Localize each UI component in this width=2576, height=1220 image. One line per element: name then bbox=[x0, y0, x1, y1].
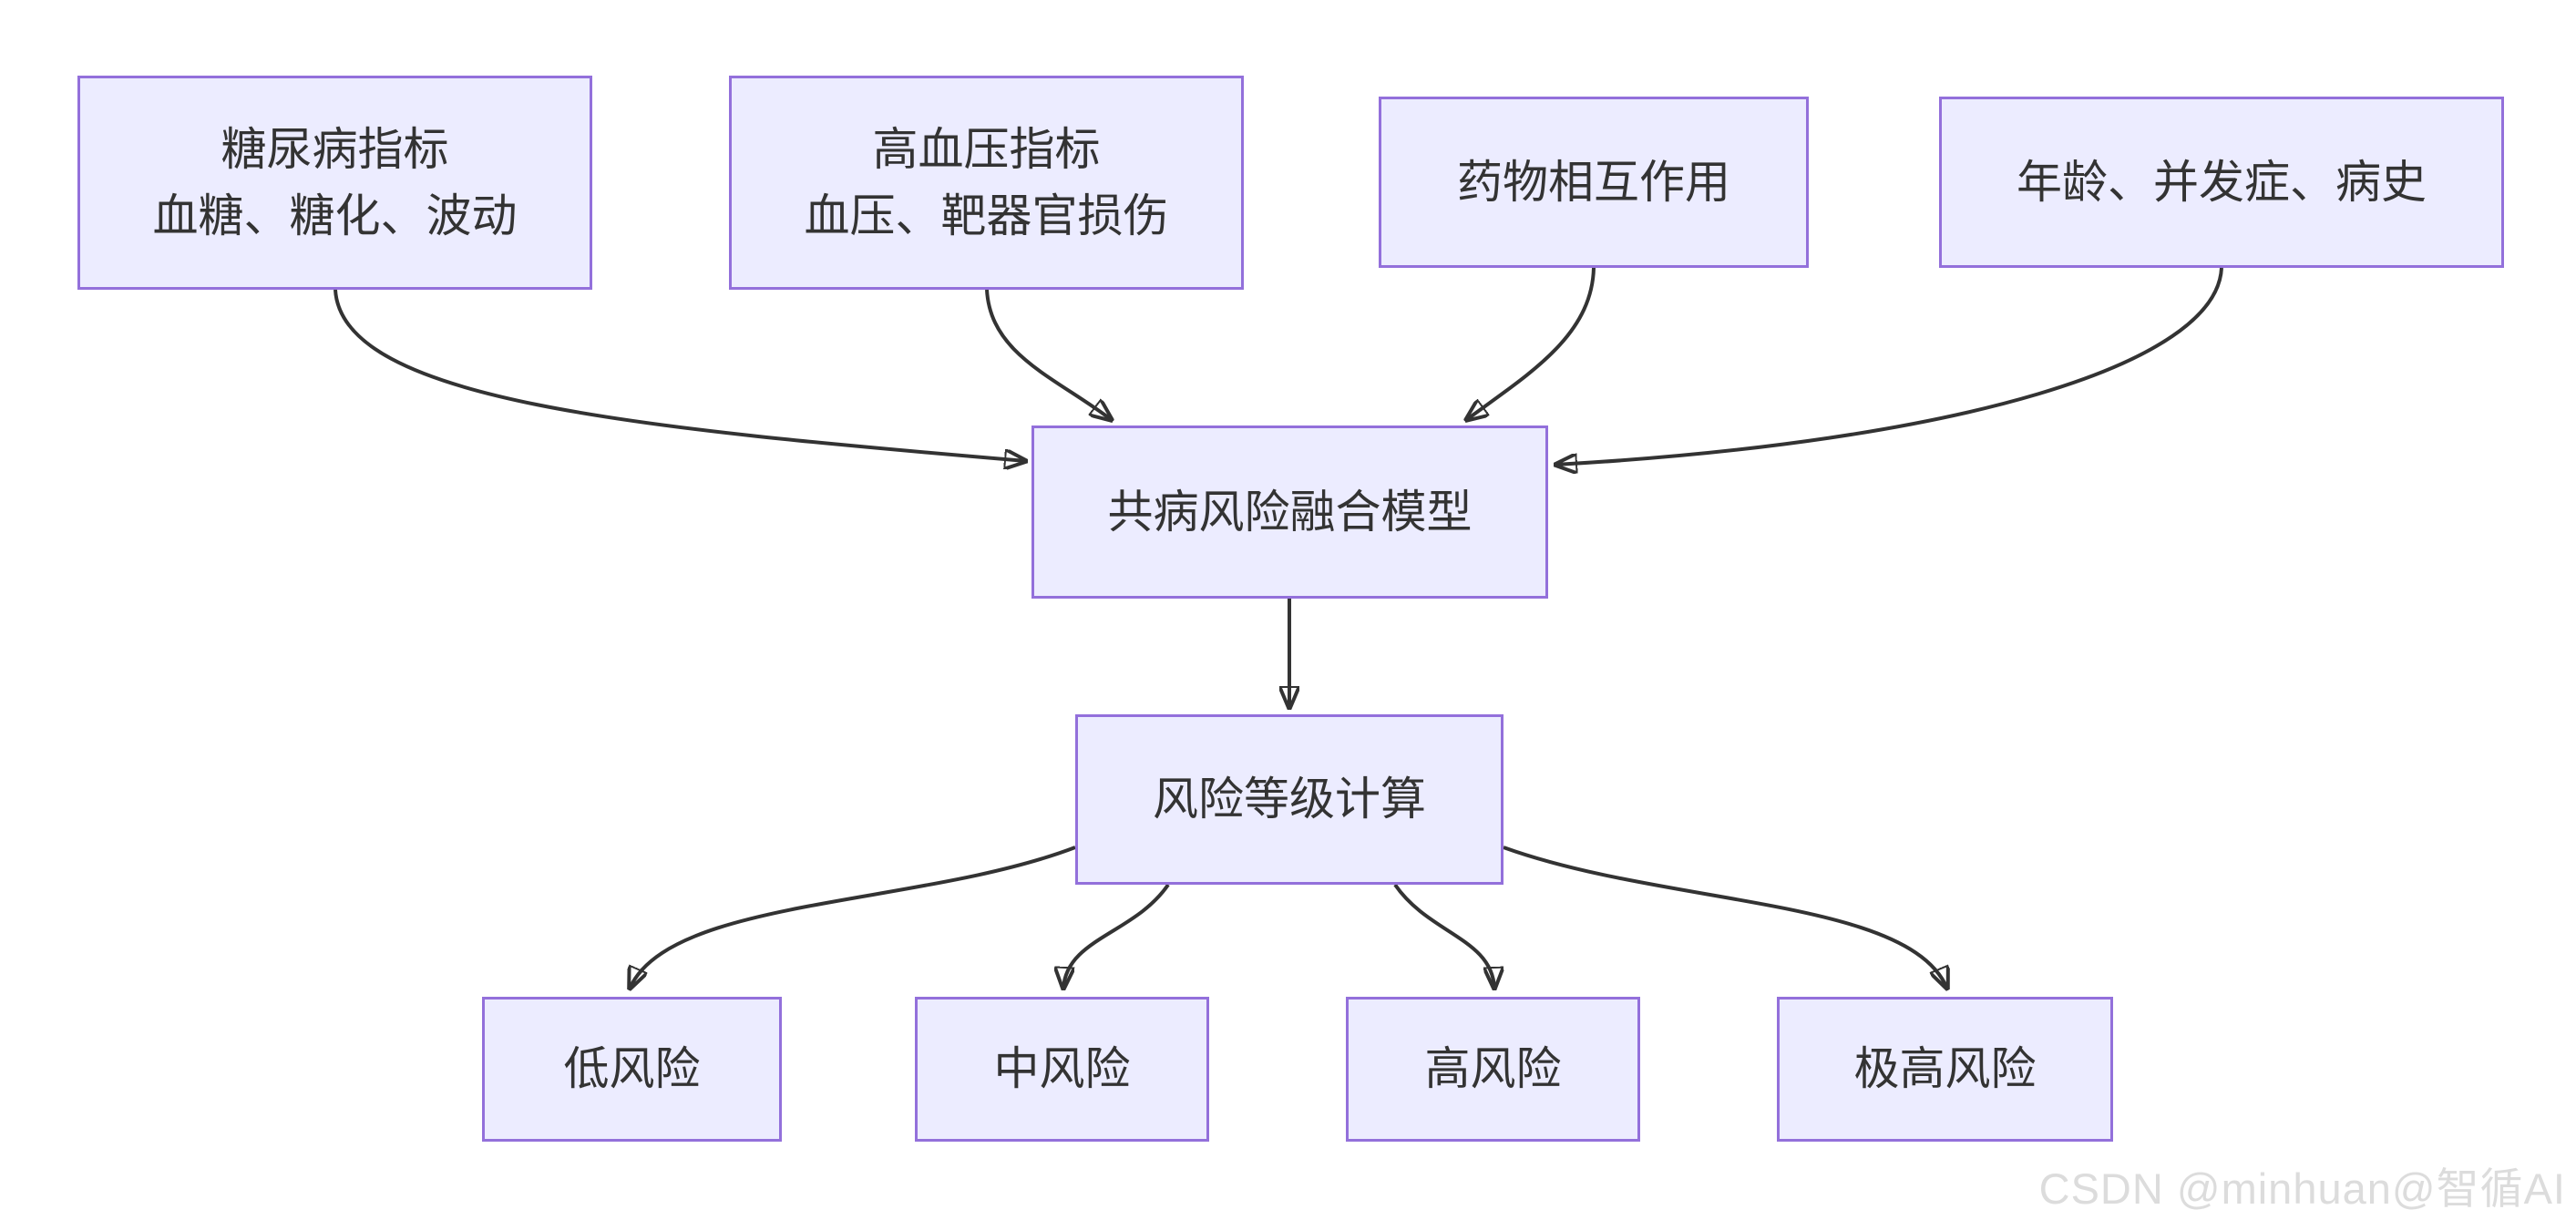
node-age-complications-history-label: 年龄、并发症、病史 bbox=[2017, 156, 2427, 208]
node-very-high-risk-label: 极高风险 bbox=[1853, 1043, 2037, 1094]
node-medium-risk-label: 中风险 bbox=[993, 1043, 1131, 1094]
edge-diabetes-to-fusion bbox=[334, 289, 1026, 461]
node-hypertension-line2: 血压、靶器官损伤 bbox=[804, 190, 1169, 241]
node-risk-level-calculation: 风险等级计算 bbox=[1075, 714, 1504, 885]
node-low-risk-label: 低风险 bbox=[563, 1043, 701, 1094]
node-diabetes-indicators: 糖尿病指标 血糖、糖化、波动 bbox=[77, 76, 592, 290]
node-high-risk-label: 高风险 bbox=[1424, 1043, 1562, 1094]
node-risk-level-calculation-label: 风险等级计算 bbox=[1153, 774, 1426, 825]
node-comorbidity-fusion-model: 共病风险融合模型 bbox=[1031, 425, 1548, 599]
edge-age-history-to-fusion bbox=[1555, 267, 2223, 465]
node-drug-interaction: 药物相互作用 bbox=[1379, 97, 1809, 268]
csdn-watermark: CSDN @minhuan@智循AI bbox=[2038, 1164, 2566, 1214]
node-hypertension-line1: 高血压指标 bbox=[872, 123, 1101, 175]
edge-drug-interaction-to-fusion bbox=[1466, 267, 1596, 420]
node-diabetes-line1: 糖尿病指标 bbox=[221, 123, 449, 175]
node-hypertension-indicators: 高血压指标 血压、靶器官损伤 bbox=[729, 76, 1244, 290]
node-medium-risk: 中风险 bbox=[915, 997, 1209, 1142]
edge-risk-calc-to-high bbox=[1393, 883, 1494, 989]
node-comorbidity-fusion-model-label: 共病风险融合模型 bbox=[1107, 486, 1473, 538]
node-drug-interaction-label: 药物相互作用 bbox=[1457, 156, 1730, 208]
edge-risk-calc-to-medium bbox=[1063, 883, 1170, 989]
edge-risk-calc-to-very-high bbox=[1503, 846, 1947, 989]
node-age-complications-history: 年龄、并发症、病史 bbox=[1939, 97, 2504, 268]
node-low-risk: 低风险 bbox=[482, 997, 782, 1142]
node-high-risk: 高风险 bbox=[1346, 997, 1640, 1142]
node-very-high-risk: 极高风险 bbox=[1777, 997, 2113, 1142]
edge-risk-calc-to-low bbox=[630, 846, 1076, 989]
node-diabetes-line2: 血糖、糖化、波动 bbox=[152, 190, 518, 241]
edge-hypertension-to-fusion bbox=[985, 289, 1112, 420]
